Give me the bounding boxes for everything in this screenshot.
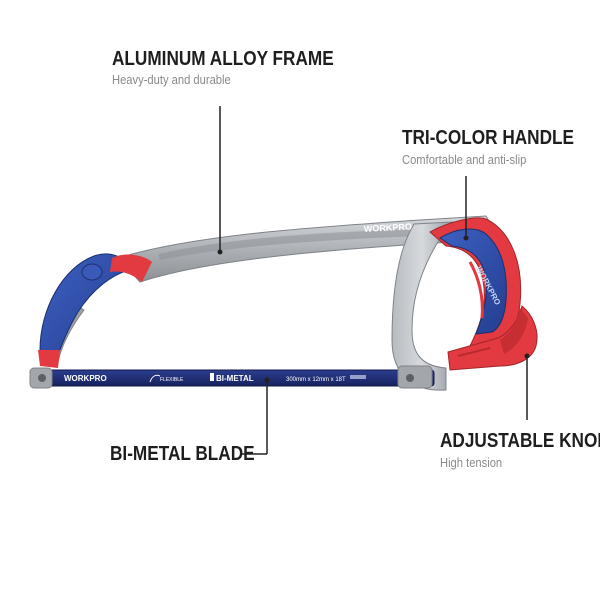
knob-callout-subtitle: High tension [440, 455, 503, 470]
frame-callout-subtitle: Heavy-duty and durable [112, 72, 231, 87]
blade-type-text: BI-METAL [216, 374, 254, 383]
blade-callout-title: BI-METAL BLADE [110, 443, 255, 465]
blade-flexible-text: FLEXIBLE [160, 377, 184, 383]
knob-callout-title: ADJUSTABLE KNOB [440, 430, 600, 452]
handle-callout-title: TRI-COLOR HANDLE [402, 127, 574, 149]
frame-right-arm [391, 221, 454, 391]
frame-callout-title: ALUMINUM ALLOY FRAME [112, 48, 334, 70]
blade-brand-text: WORKPRO [64, 374, 107, 383]
adjustable-knob [447, 305, 538, 371]
blade-spec-text: 300mm x 12mm x 18T [286, 377, 346, 383]
frame-brand-text: WORKPRO [364, 221, 412, 233]
handle-callout-subtitle: Comfortable and anti-slip [402, 152, 527, 167]
